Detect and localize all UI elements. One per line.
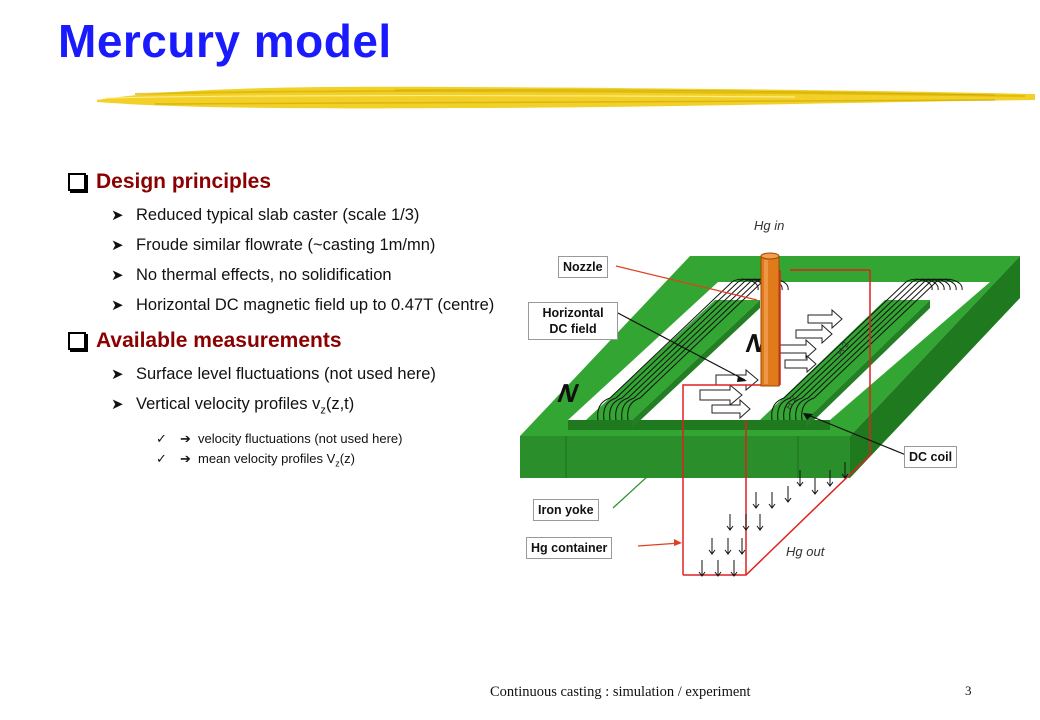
square-bullet-icon [68, 173, 86, 191]
iron-yoke-callout-line [612, 464, 661, 509]
arrow-bullet-icon: ➤ [111, 396, 124, 413]
list-item: ➤No thermal effects, no solidification [68, 264, 508, 287]
dc-coil-label: DC coil [904, 446, 958, 468]
nozzle [760, 252, 780, 387]
hg-out-label: Hg out [786, 544, 825, 559]
title-underline-brush [97, 86, 1035, 109]
list-item: ➤Vertical velocity profiles vz(z,t) [111, 395, 355, 417]
list-item: ➤Reduced typical slab caster (scale 1/3) [68, 204, 508, 227]
sub-list-item: ✓➔velocity fluctuations (not used here) [68, 429, 508, 449]
check-icon: ✓ [156, 451, 167, 467]
slide-title: Mercury model [58, 15, 392, 67]
arrow-bullet-icon: ➤ [111, 297, 124, 314]
sub-list-item: ✓➔mean velocity profiles Vz(z) [156, 451, 355, 469]
list-item: ➤Horizontal DC magnetic field up to 0.47… [68, 294, 508, 317]
arrow-right-icon: ➔ [180, 451, 191, 467]
horizontal-dc-field-label: Horizontal DC field [528, 302, 618, 340]
arrow-bullet-icon: ➤ [111, 237, 124, 254]
hg-container [682, 269, 871, 576]
square-bullet-icon [68, 332, 86, 350]
hg-in-label: Hg in [754, 218, 785, 233]
slide-footer: Continuous casting : simulation / experi… [490, 684, 751, 700]
hg-container-label: Hg container [526, 537, 613, 559]
dc-coil-right [771, 278, 963, 421]
dc-field-callout-line [615, 311, 746, 381]
arrow-bullet-icon: ➤ [111, 267, 124, 284]
hg-container-callout-line [637, 542, 681, 547]
iron-yoke-label: Iron yoke [533, 499, 599, 521]
check-icon: ✓ [156, 431, 167, 447]
arrow-right-icon: ➔ [180, 431, 191, 447]
arrow-bullet-icon: ➤ [111, 207, 124, 224]
hg-out-arrows [698, 462, 849, 577]
arrow-bullet-icon: ➤ [111, 366, 124, 383]
section-heading-design: Design principles [68, 170, 508, 194]
section-heading-measurements: Available measurements [68, 329, 508, 353]
nozzle-label: Nozzle [558, 256, 608, 278]
page-number: 3 [965, 683, 972, 698]
list-item: ➤Froude similar flowrate (~casting 1m/mn… [68, 234, 508, 257]
bullet-list: Design principles ➤Reduced typical slab … [68, 170, 508, 474]
list-item: ➤Surface level fluctuations (not used he… [68, 363, 508, 386]
dc-coil-callout-line [807, 414, 907, 456]
nozzle-callout-line [615, 265, 758, 301]
